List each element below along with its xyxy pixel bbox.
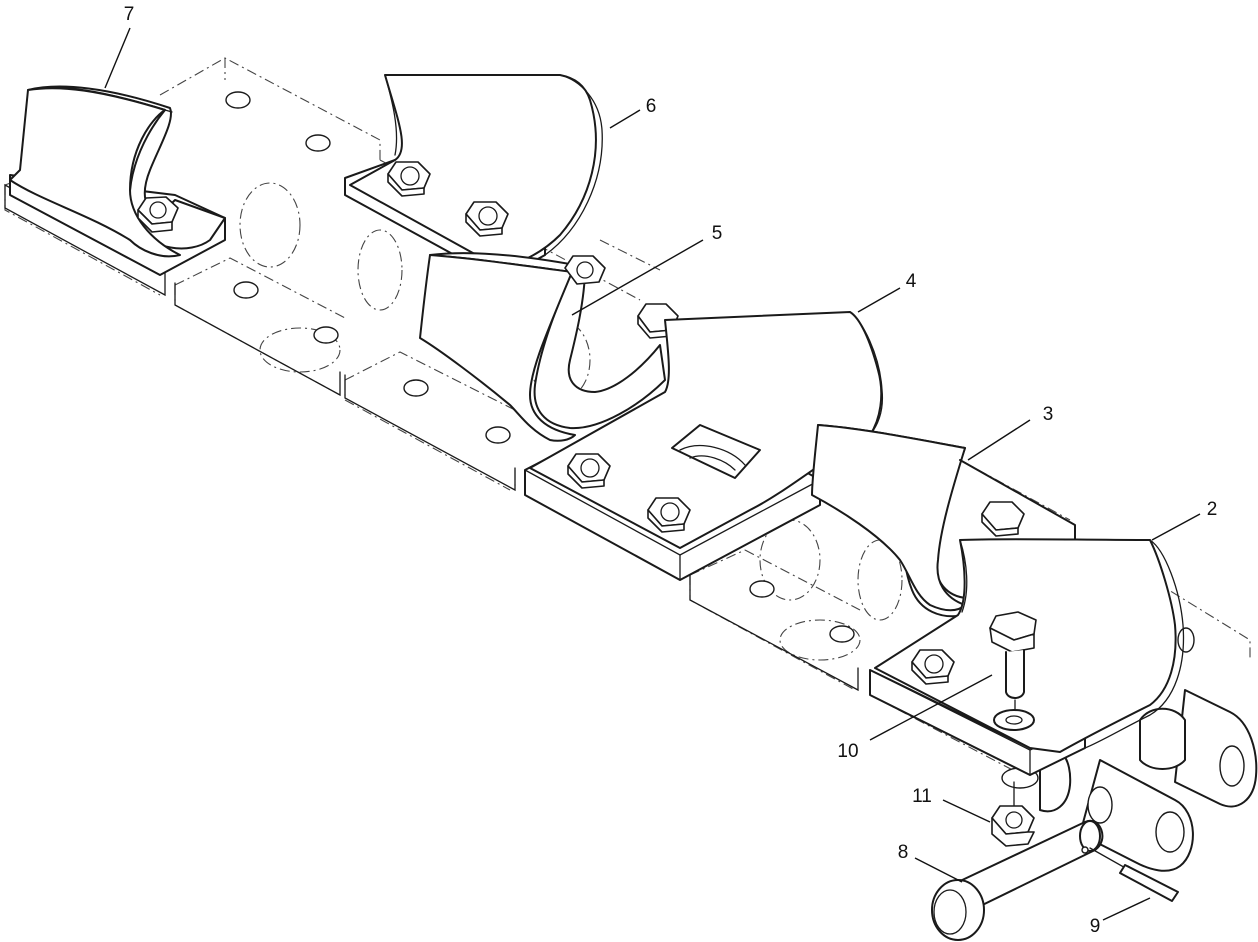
flight-4 [524, 311, 884, 581]
callout-3: 3 [1043, 404, 1054, 425]
callout-9: 9 [1090, 916, 1101, 937]
callout-labels: 7 6 5 4 3 2 10 11 8 9 [124, 4, 1218, 937]
hex-nut [991, 781, 1035, 847]
cotter-pin [1089, 847, 1179, 902]
hex-nut-icon [647, 497, 691, 533]
hex-nut-icon [567, 453, 611, 489]
hex-nut-icon [564, 255, 606, 285]
callout-11: 11 [912, 786, 932, 807]
callout-10: 10 [837, 741, 858, 762]
pin [931, 819, 1104, 941]
callout-2: 2 [1207, 499, 1218, 520]
callout-8: 8 [898, 842, 909, 863]
callout-5: 5 [712, 223, 723, 244]
callout-7: 7 [124, 4, 135, 25]
flight-7 [9, 85, 226, 276]
bolt [989, 611, 1037, 713]
hex-nut-icon [465, 201, 509, 237]
flight-6 [344, 74, 603, 281]
hex-nut-icon [911, 649, 955, 685]
callout-6: 6 [646, 96, 657, 117]
washer [993, 709, 1035, 731]
phantom-chain-links [4, 57, 1251, 836]
hex-nut-icon [387, 161, 431, 197]
hex-nut-icon [981, 501, 1025, 537]
leader-lines [104, 27, 1201, 921]
hex-nut-icon [137, 196, 179, 233]
flight-3 [811, 424, 1076, 618]
callout-4: 4 [906, 271, 917, 292]
